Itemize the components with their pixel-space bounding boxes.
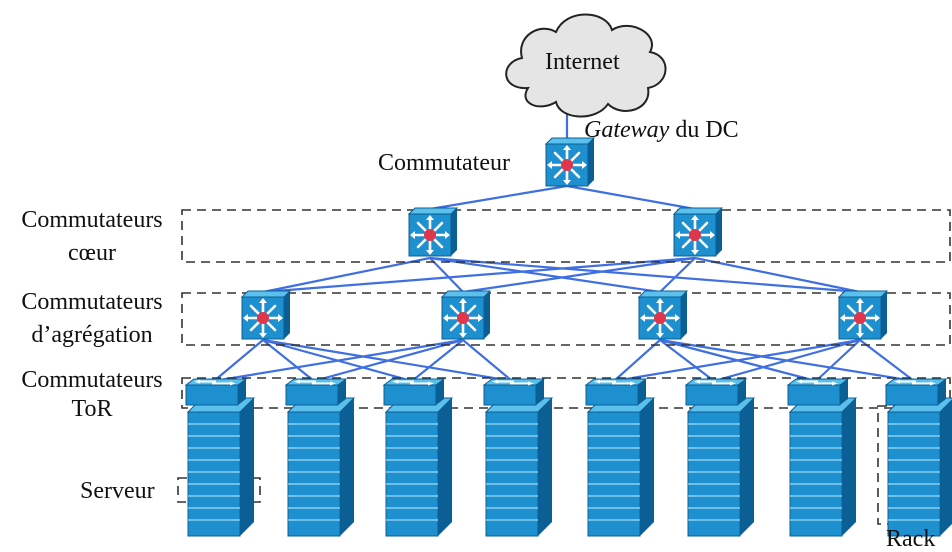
aggregation-tor-link (815, 339, 861, 382)
core-aggregation-link (262, 256, 696, 294)
tor-switches (185, 378, 947, 406)
server-rack-icon (287, 397, 355, 537)
tor-switch-icon (285, 378, 347, 406)
tor-layer-label-line1: Commutateurs (21, 367, 163, 393)
aggregation-switch-icon (240, 289, 292, 341)
tor-switch-icon (787, 378, 849, 406)
gateway-switch-label: Commutateur (378, 150, 510, 176)
rack-label: Rack (886, 526, 936, 552)
tor-layer-label-line2: ToR (71, 396, 113, 423)
core-layer-box (181, 209, 951, 263)
aggregation-tor-link (411, 339, 464, 382)
aggregation-tor-link (613, 339, 661, 382)
aggregation-tor-link (613, 338, 861, 383)
core-aggregation-link (429, 256, 661, 294)
gateway-switch-icon (544, 136, 596, 188)
core-switches (407, 206, 724, 258)
layer-boxes (177, 209, 951, 525)
core-layer-label-line1: Commutateurs (21, 207, 163, 233)
tor-layer-label: Commutateurs ToR (6, 367, 178, 423)
server-rack-icon (485, 397, 553, 537)
tor-layer-box (181, 377, 951, 409)
racks (187, 397, 952, 537)
server-label: Serveur (80, 478, 155, 504)
server-rack-icon (587, 397, 655, 537)
tor-switch-icon (585, 378, 647, 406)
internet-cloud-icon (505, 13, 667, 118)
gateway-label-italic: Gateway (584, 117, 670, 143)
core-layer-label: Commutateurs cœur (6, 207, 178, 267)
aggregation-tor-link (659, 339, 715, 382)
aggregation-layer-label: Commutateurs d’agrégation (6, 289, 178, 349)
server-rack-icon (887, 397, 952, 537)
aggregation-layer-label-line2: d’agrégation (31, 322, 153, 349)
tor-switch-icon (383, 378, 445, 406)
core-aggregation-link (659, 257, 696, 293)
server-rack-icon (789, 397, 857, 537)
core-aggregation-link (429, 256, 861, 294)
aggregation-switches (240, 289, 889, 341)
internet-label: Internet (545, 49, 620, 75)
core-aggregation-link (694, 256, 861, 294)
core-aggregation-link (429, 257, 464, 293)
aggregation-tor-link (313, 338, 464, 383)
server-rack-icon (687, 397, 755, 537)
aggregation-layer-label-line1: Commutateurs (21, 289, 163, 315)
aggregation-switch-icon (440, 289, 492, 341)
gateway-core-link (566, 184, 696, 211)
core-aggregation-link (462, 256, 696, 294)
aggregation-tor-link (262, 339, 315, 382)
aggregation-switch-icon (637, 289, 689, 341)
tor-switch-icon (185, 378, 247, 406)
server-highlight-box (177, 477, 261, 503)
core-switch-icon (672, 206, 724, 258)
aggregation-tor-link (859, 339, 915, 382)
core-aggregation-link (262, 256, 431, 294)
aggregation-tor-link (213, 339, 264, 382)
gateway-label: Gateway du DC (584, 117, 739, 143)
gateway-label-rest: du DC (669, 117, 739, 143)
server-rack-icon (187, 397, 255, 537)
tor-switch-icon (483, 378, 545, 406)
aggregation-layer-box (181, 292, 951, 346)
core-layer-label-line2: cœur (68, 240, 116, 267)
core-switch-icon (407, 206, 459, 258)
tor-switch-icon (885, 378, 947, 406)
network-links (213, 112, 915, 383)
aggregation-switch-icon (837, 289, 889, 341)
aggregation-tor-link (213, 338, 464, 383)
tor-switch-icon (685, 378, 747, 406)
aggregation-tor-link (462, 339, 513, 382)
server-rack-icon (385, 397, 453, 537)
gateway-core-link (429, 184, 568, 211)
aggregation-tor-link (713, 338, 861, 383)
